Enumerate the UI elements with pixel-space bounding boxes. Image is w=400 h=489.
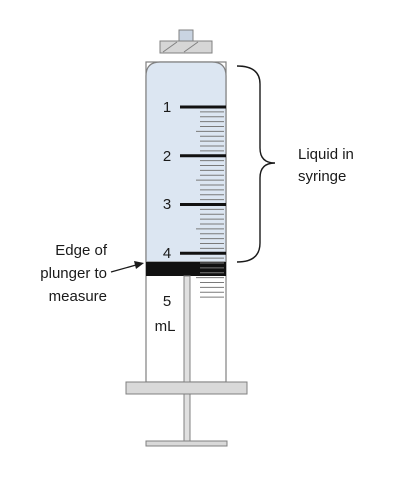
unit-label: mL <box>155 318 176 335</box>
liquid-label-line-2: syringe <box>298 168 346 185</box>
liquid-in-barrel <box>145 61 227 263</box>
finger-flange <box>125 381 248 395</box>
scale-number-1: 1 <box>163 99 171 116</box>
minor-tick-marks <box>196 111 224 298</box>
plunger-label-line-3: measure <box>49 288 107 305</box>
major-tick-marks <box>180 105 226 255</box>
scale-number-2: 2 <box>163 148 171 165</box>
plunger-rod <box>183 275 191 443</box>
thumb-rest <box>145 440 228 447</box>
scale-number-3: 3 <box>163 196 171 213</box>
liquid-brace <box>236 65 276 263</box>
needle-hub <box>159 29 213 54</box>
plunger-label-line-1: Edge of <box>55 242 108 259</box>
scale-number-5: 5 <box>163 293 171 310</box>
scale-number-4: 4 <box>163 245 171 262</box>
plunger-label-line-2: plunger to <box>40 265 107 282</box>
liquid-label-line-1: Liquid in <box>298 146 354 163</box>
pointer-arrow <box>110 261 144 273</box>
plunger-stopper <box>146 262 226 276</box>
